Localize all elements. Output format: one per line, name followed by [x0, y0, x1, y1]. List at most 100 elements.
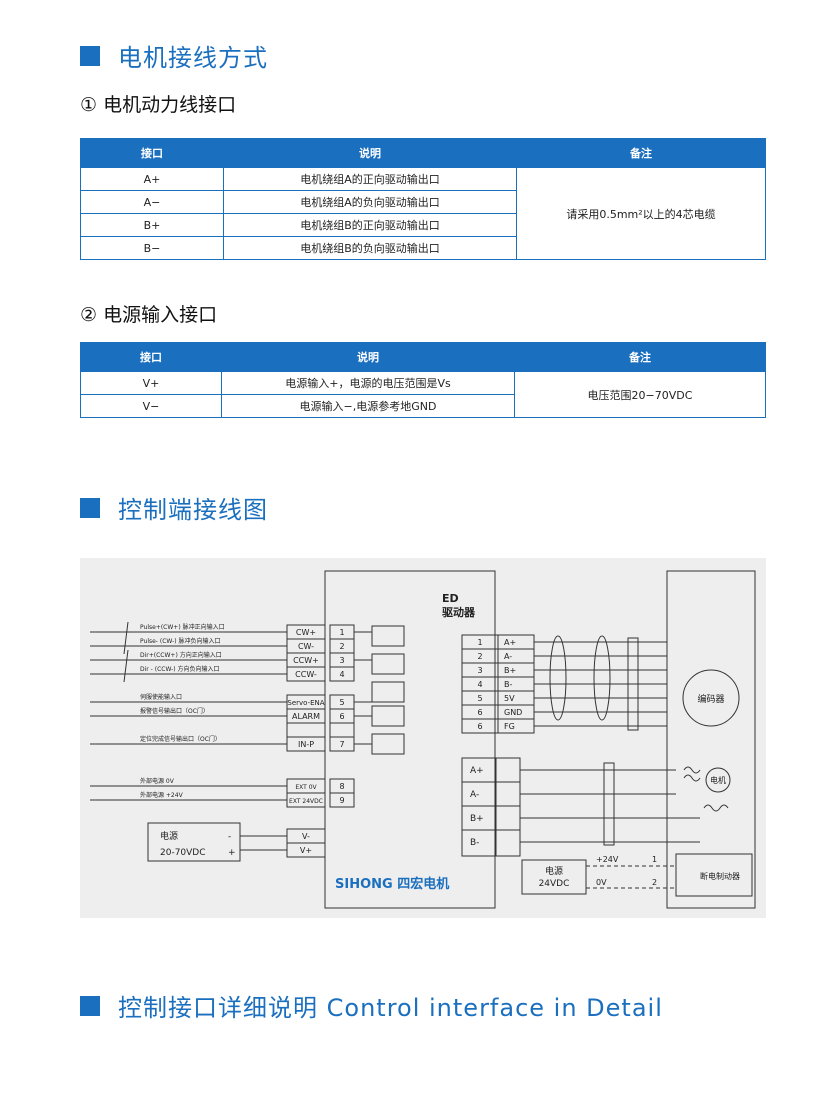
- section-header-wiring: 电机接线方式: [80, 38, 268, 73]
- motor-power-title: ① 电机动力线接口: [80, 94, 237, 116]
- motor-pin: A-: [470, 790, 479, 800]
- pin-num: 6: [339, 712, 344, 721]
- brake-power-label: 电源: [545, 865, 563, 877]
- desc-cell: 电机绕组A的负向驱动输出口: [223, 190, 517, 214]
- power-range: 20-70VDC: [160, 848, 206, 858]
- table-row: B+ 电机绕组B的正向驱动输出口: [80, 213, 766, 237]
- input-label: 报警信号输出口（OC门）: [140, 707, 209, 715]
- brand-logo: SIHONG 四宏电机: [335, 876, 449, 892]
- wiring-diagram-svg: ED 驱动器 Pulse+(CW+) 脉冲正向输入口 Pulse- (CW-) …: [90, 570, 756, 909]
- table-row: A+ 电机绕组A的正向驱动输出口 请采用0.5mm²以上的4芯电缆: [80, 167, 766, 260]
- input-label: 定位完成信号输出口（OC门）: [140, 735, 221, 743]
- enc-pin: 5V: [504, 694, 515, 703]
- pin-name: CCW+: [293, 656, 319, 665]
- desc-cell: 电机绕组B的正向驱动输出口: [223, 213, 517, 237]
- pin-v-plus: V+: [300, 846, 312, 855]
- port-cell: V+: [80, 371, 222, 395]
- enc-num: 2: [477, 652, 482, 661]
- pin-num: 2: [339, 642, 344, 651]
- pin-num: 7: [339, 740, 344, 749]
- driver-box: [324, 570, 496, 909]
- section-square-icon: [80, 995, 100, 1016]
- section-title: 电机接线方式: [118, 44, 268, 72]
- port-cell: V−: [80, 394, 222, 418]
- enc-pin: A-: [504, 652, 512, 661]
- enc-num: 1: [477, 638, 482, 647]
- motor-box: [666, 570, 756, 909]
- pin-name: EXT 24VDC: [289, 798, 323, 805]
- table-row: V+ 电源输入+，电源的电压范围是Vs 电压范围20−70VDC: [80, 371, 766, 418]
- table-row: A− 电机绕组A的负向驱动输出口: [80, 190, 766, 214]
- section-square-icon: [80, 45, 100, 66]
- table-row: B− 电机绕组B的负向驱动输出口: [80, 236, 766, 260]
- power-input-table: 接口 说明 备注 V+ 电源输入+，电源的电压范围是Vs 电压范围20−70VD…: [80, 342, 766, 418]
- header-port: 接口: [80, 138, 224, 168]
- enc-pin: FG: [504, 722, 515, 731]
- table-header-row: 接口 说明 备注: [80, 342, 766, 372]
- enc-pin: A+: [504, 638, 516, 647]
- brake-plus: +24V: [596, 855, 619, 864]
- desc-cell: 电源输入+，电源的电压范围是Vs: [221, 371, 515, 395]
- port-cell: B+: [80, 213, 224, 237]
- pin-num: 3: [339, 656, 344, 665]
- header-note: 备注: [516, 138, 766, 168]
- enc-num: 6: [477, 708, 482, 717]
- pin-num: 8: [339, 782, 344, 791]
- motor-pin: B-: [470, 838, 479, 848]
- encoder-circle: [682, 669, 740, 727]
- enc-pin: B+: [504, 666, 516, 675]
- input-label: 外部电源 +24V: [140, 791, 184, 799]
- desc-cell: 电源输入−,电源参考地GND: [221, 394, 515, 418]
- motor-power-table: 接口 说明 备注 A+ 电机绕组A的正向驱动输出口 请采用0.5mm²以上的4芯…: [80, 138, 766, 260]
- enc-pin: B-: [504, 680, 512, 689]
- pin-num: 1: [339, 628, 344, 637]
- note-cell: 电压范围20−70VDC: [514, 371, 766, 418]
- brake-label: 断电制动器: [700, 871, 740, 881]
- pin-num: 4: [339, 670, 344, 679]
- enc-num: 6: [477, 722, 482, 731]
- pin-name: CCW-: [295, 670, 317, 679]
- power-label: 电源: [160, 830, 178, 842]
- driver-name: ED: [442, 592, 459, 605]
- table-row: V− 电源输入−,电源参考地GND: [80, 394, 766, 418]
- motor-label: 电机: [710, 775, 726, 785]
- table-header-row: 接口 说明 备注: [80, 138, 766, 168]
- pin-num: 9: [339, 796, 344, 805]
- driver-sub: 驱动器: [442, 605, 476, 619]
- enc-num: 3: [477, 666, 482, 675]
- section-title: 控制接口详细说明 Control interface in Detail: [118, 994, 663, 1022]
- brake-power-voltage: 24VDC: [539, 879, 570, 889]
- input-label: 外部电源 0V: [140, 777, 175, 785]
- power-minus: -: [228, 832, 231, 842]
- section-title: 控制端接线图: [118, 496, 268, 524]
- input-label: Pulse+(CW+) 脉冲正向输入口: [140, 623, 225, 631]
- brake-zero: 0V: [596, 878, 607, 887]
- port-cell: A−: [80, 190, 224, 214]
- section-header-control-detail: 控制接口详细说明 Control interface in Detail: [80, 988, 663, 1023]
- motor-pin: B+: [470, 814, 484, 824]
- input-label: Dir - (CCW-) 方向负向输入口: [140, 665, 220, 673]
- desc-cell: 电机绕组B的负向驱动输出口: [223, 236, 517, 260]
- brake-n1: 1: [652, 855, 657, 864]
- pin-name: CW-: [298, 642, 314, 651]
- enc-pin: GND: [504, 708, 522, 717]
- port-cell: A+: [80, 167, 224, 191]
- header-desc: 说明: [221, 342, 515, 372]
- motor-pin: A+: [470, 766, 484, 776]
- wiring-diagram: ED 驱动器 Pulse+(CW+) 脉冲正向输入口 Pulse- (CW-) …: [80, 558, 766, 918]
- power-plus: +: [228, 848, 236, 858]
- pin-num: 5: [339, 698, 344, 707]
- pin-name: ALARM: [292, 712, 320, 721]
- desc-cell: 电机绕组A的正向驱动输出口: [223, 167, 517, 191]
- pin-name: CW+: [296, 628, 316, 637]
- pin-name: Servo-ENA: [287, 699, 324, 707]
- header-note: 备注: [514, 342, 766, 372]
- input-label: Pulse- (CW-) 脉冲负向输入口: [140, 637, 221, 645]
- input-label: Dir+(CCW+) 方向正向输入口: [140, 651, 222, 659]
- power-input-title: ② 电源输入接口: [80, 304, 218, 326]
- note-cell: 请采用0.5mm²以上的4芯电缆: [516, 167, 766, 260]
- motor-circle: [705, 767, 731, 793]
- pin-name: IN-P: [298, 740, 314, 749]
- header-port: 接口: [80, 342, 222, 372]
- section-header-control-wiring: 控制端接线图: [80, 490, 268, 525]
